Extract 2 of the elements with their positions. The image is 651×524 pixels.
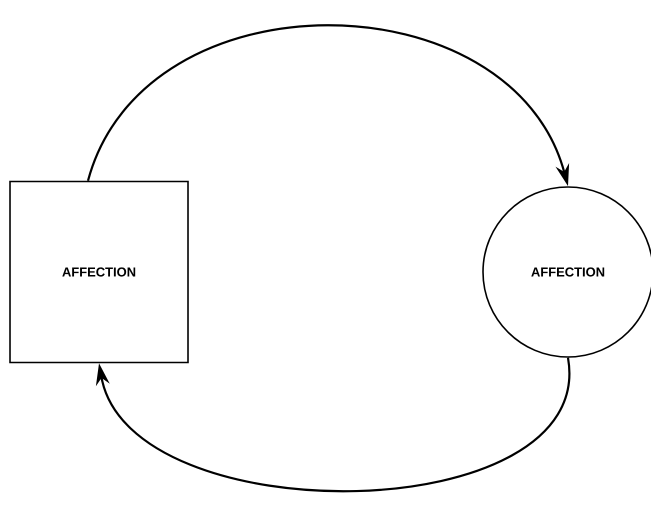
- square-node: AFFECTION: [9, 180, 189, 364]
- arrow: [96, 358, 570, 492]
